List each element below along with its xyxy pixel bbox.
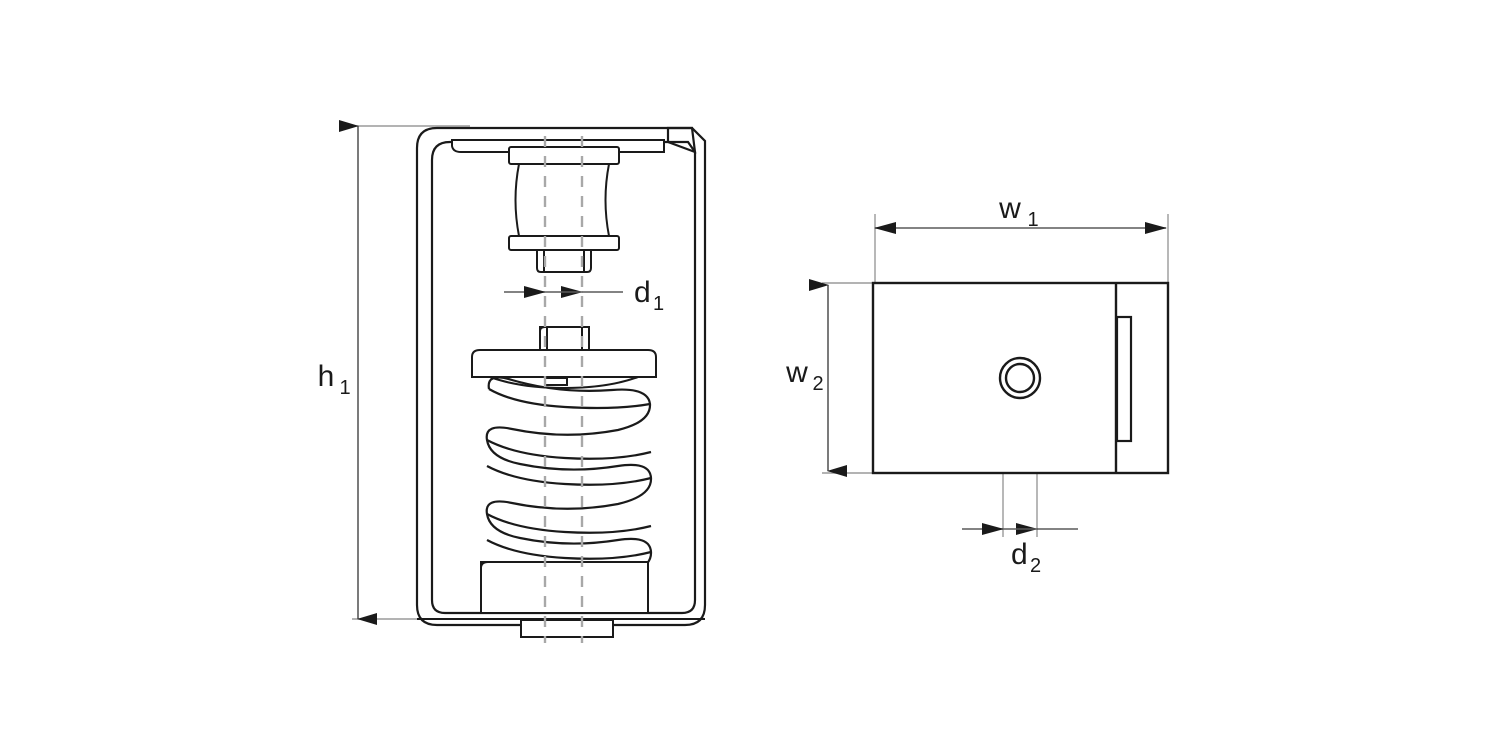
front-section-view: h 1 d 1 bbox=[318, 120, 707, 643]
plan-centre-hole bbox=[998, 356, 1042, 400]
dimension-w2: w 2 bbox=[785, 279, 847, 477]
spring-seat-plate bbox=[471, 349, 657, 390]
d2-label-subscript: 2 bbox=[1030, 555, 1041, 577]
d1-label-subscript: 1 bbox=[653, 293, 664, 315]
d2-label: d bbox=[1011, 538, 1028, 571]
centerlines-front-view bbox=[543, 136, 584, 643]
base-block bbox=[480, 561, 649, 614]
w2-label-subscript: 2 bbox=[812, 373, 823, 395]
upper-hex-nut bbox=[536, 249, 592, 273]
w1-label-subscript: 1 bbox=[1027, 209, 1038, 231]
plan-view: w 1 w 2 d 2 bbox=[785, 192, 1170, 577]
dimension-h1: h 1 bbox=[318, 120, 377, 625]
d1-label: d bbox=[634, 276, 651, 309]
dimension-d1: d 1 bbox=[504, 276, 664, 315]
h1-label: h bbox=[318, 360, 335, 393]
dimension-w1: w 1 bbox=[874, 192, 1167, 234]
w1-label: w bbox=[998, 192, 1021, 225]
dimension-d2: d 2 bbox=[962, 523, 1078, 577]
h1-label-subscript: 1 bbox=[339, 377, 350, 399]
w2-label: w bbox=[785, 356, 808, 389]
top-bushing-assembly bbox=[508, 146, 620, 251]
plan-side-slot bbox=[1115, 315, 1133, 443]
